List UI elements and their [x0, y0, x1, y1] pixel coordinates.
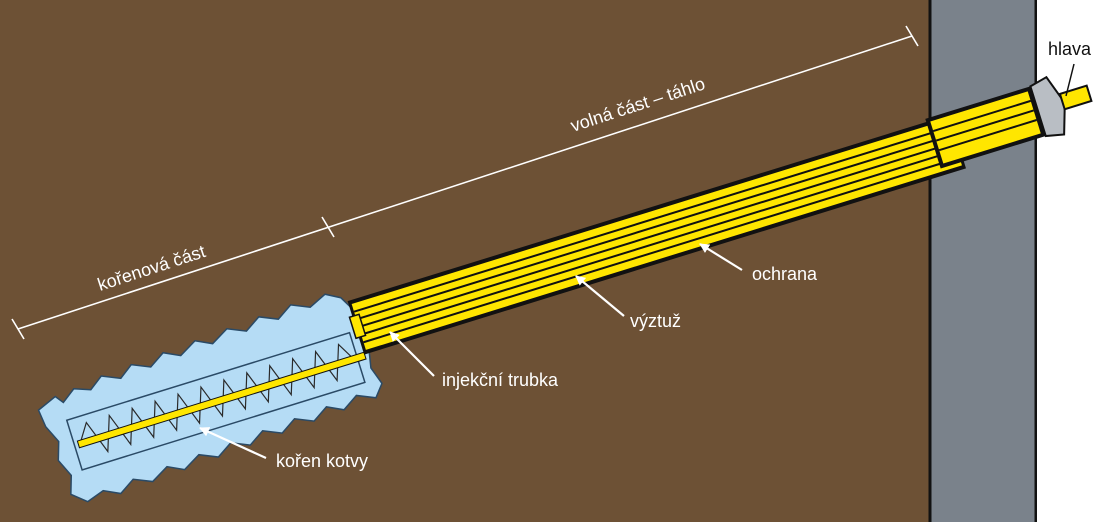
reinforcement-leader [575, 275, 625, 317]
reinforcement-label: výztuž [630, 311, 681, 331]
head-label: hlava [1048, 39, 1092, 59]
protection-leader [699, 243, 743, 271]
anchor-root-body [37, 293, 383, 503]
injection-tube-label: injekční trubka [442, 370, 559, 390]
anchor-head [925, 75, 1093, 169]
injection-tube-leader [389, 331, 435, 377]
anchor-root-leader [199, 426, 267, 460]
dimension-line [11, 25, 919, 340]
head-leader [1065, 63, 1075, 97]
anchor-root-label: kořen kotvy [276, 451, 368, 471]
leader-arrows [199, 243, 743, 460]
tendon-free-part [347, 114, 966, 355]
protection-label: ochrana [752, 264, 818, 284]
retaining-wall [928, 0, 1038, 522]
